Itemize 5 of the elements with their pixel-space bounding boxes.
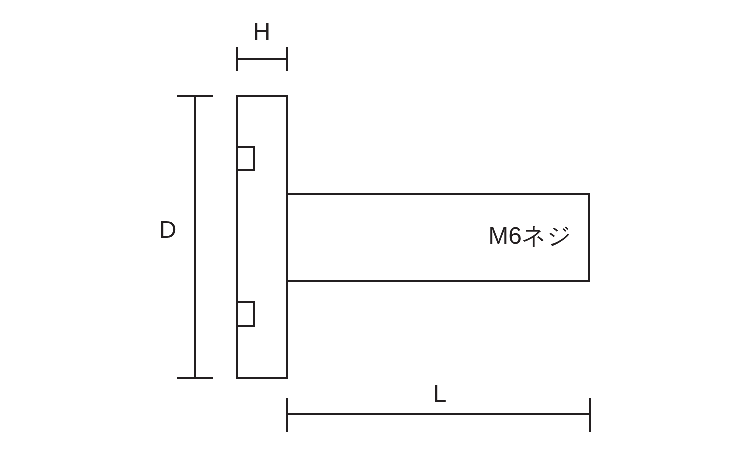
threaded-shaft <box>286 193 590 282</box>
thread-label: M6ネジ <box>488 222 572 252</box>
dimension-label: D <box>159 219 177 243</box>
dimension-label: H <box>253 21 271 45</box>
dimension-label: L <box>433 383 447 407</box>
